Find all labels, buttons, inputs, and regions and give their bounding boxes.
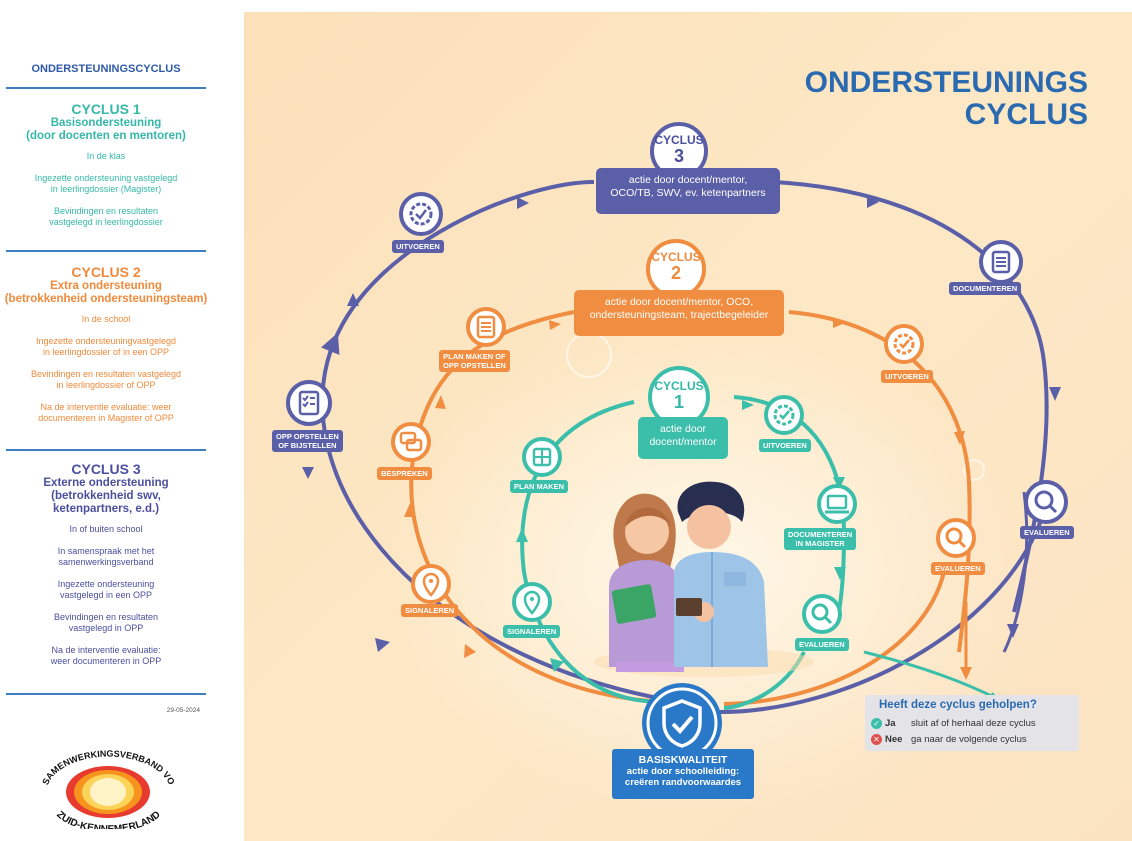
divider — [6, 250, 206, 252]
gear-check-icon — [399, 192, 443, 236]
check-icon: ✓ — [871, 718, 882, 729]
cycle-3-item: In of buiten school — [69, 524, 143, 534]
step-evalueren: EVALUEREN — [795, 638, 849, 651]
divider — [6, 449, 206, 451]
cycle-3-actor-box: actie door docent/mentor, OCO/TB, SWV, e… — [596, 168, 780, 214]
cycle-2-item: In de school — [81, 314, 131, 324]
cycle-3-item: Na de interventie evaluatie: weer docume… — [50, 644, 162, 667]
gear-check-icon — [884, 324, 924, 364]
basiskwaliteit-line2: creëren randvoorwaardes — [624, 777, 742, 788]
cycle-2-subtitle: Extra ondersteuning(betrokkenheid onders… — [4, 280, 208, 305]
laptop-icon — [817, 484, 857, 524]
step-documenteren-in-magister: DOCUMENTEREN IN MAGISTER — [784, 528, 857, 550]
step-signaleren: SIGNALEREN — [401, 604, 459, 617]
magnifier-icon — [936, 518, 976, 558]
date: 29-05-2024 — [166, 707, 200, 714]
sidebar-cycle-1: CYCLUS 1 Basisondersteuning(door docente… — [0, 102, 212, 239]
sidebar-cycle-2: CYCLUS 2 Extra ondersteuning(betrokkenhe… — [0, 265, 212, 435]
cycle-1-item: Bevindingen en resultaten vastgelegd in … — [49, 205, 163, 228]
close-icon: ✕ — [871, 734, 882, 745]
step-bespreken: BESPREKEN — [377, 467, 432, 480]
cycle-2-item: Na de interventie evaluatie: weer docume… — [38, 401, 174, 424]
checklist-icon — [466, 307, 506, 347]
students-illustration — [594, 481, 814, 677]
step-evalueren: EVALUEREN — [931, 562, 985, 575]
page-title: ONDERSTEUNINGS CYCLUS — [804, 66, 1088, 131]
cycle-1-subtitle: Basisondersteuning(door docenten en ment… — [26, 117, 186, 142]
cycle-2-actor-box: actie door docent/mentor, OCO, ondersteu… — [574, 290, 784, 336]
sidebar: ONDERSTEUNINGSCYCLUS CYCLUS 1 Basisonder… — [0, 0, 212, 841]
cycle-1-heading: CYCLUS 1 — [71, 101, 141, 117]
step-documenteren: DOCUMENTEREN — [949, 282, 1022, 295]
signal-pin-icon — [512, 582, 552, 622]
step-plan-maken: PLAN MAKEN — [510, 480, 568, 493]
basiskwaliteit-box: BASISKWALITEIT actie door schoolleiding:… — [612, 749, 754, 799]
sidebar-title: ONDERSTEUNINGSCYCLUS — [31, 63, 181, 75]
magnifier-icon — [802, 594, 842, 634]
puzzle-icon — [522, 437, 562, 477]
cycle-3-heading: CYCLUS 3 — [71, 461, 141, 477]
gear-check-icon — [764, 395, 804, 435]
sidebar-cycle-3: CYCLUS 3 Externe ondersteuning(betrokken… — [0, 462, 212, 678]
cycle-1-item: Ingezette ondersteuning vastgelegd in le… — [34, 172, 178, 195]
cycle-2-heading: CYCLUS 2 — [71, 264, 141, 280]
chat-bubbles-icon — [391, 422, 431, 462]
cycle-3-item: Bevindingen en resultaten vastgelegd in … — [53, 611, 159, 634]
swv-logo: SAMENWERKINGSVERBAND VO ZUID-KENNEMERLAN… — [40, 749, 176, 829]
divider — [6, 693, 206, 695]
step-uitvoeren: UITVOEREN — [881, 370, 933, 383]
step-signaleren: SIGNALEREN — [503, 625, 561, 638]
basiskwaliteit-title: BASISKWALITEIT — [638, 754, 728, 766]
cycle-3-subtitle: Externe ondersteuning(betrokkenheid swv,… — [43, 477, 169, 515]
cycle-3-item: In samenspraak met het samenwerkingsverb… — [57, 545, 155, 568]
divider — [6, 87, 206, 89]
step-opp-opstellen: OPP OPSTELLEN OF BIJSTELLEN — [272, 430, 343, 452]
cycle-2-item: Ingezette ondersteuningvastgelegd in lee… — [35, 335, 177, 358]
basiskwaliteit-line1: actie door schoolleiding: — [626, 766, 740, 777]
cycle-2-item: Bevindingen en resultaten vastgelegd in … — [30, 368, 182, 391]
cycle-3-item: Ingezette ondersteuning vastgelegd in ee… — [57, 578, 155, 601]
step-uitvoeren: UITVOEREN — [759, 439, 811, 452]
legend-question: Heeft deze cyclus geholpen? — [879, 699, 1037, 711]
step-uitvoeren: UITVOEREN — [392, 240, 444, 253]
step-plan-maken-of-opp: PLAN MAKEN OF OPP OPSTELLEN — [439, 350, 510, 372]
cycle-1-actor-box: actie door docent/mentor — [638, 417, 728, 459]
checklist-icon — [286, 380, 332, 426]
magnifier-icon — [1024, 480, 1068, 524]
cycle-1-item: In de klas — [86, 151, 126, 161]
signal-pin-icon — [411, 564, 451, 604]
step-evalueren: EVALUEREN — [1020, 526, 1074, 539]
clipboard-icon — [979, 240, 1023, 284]
